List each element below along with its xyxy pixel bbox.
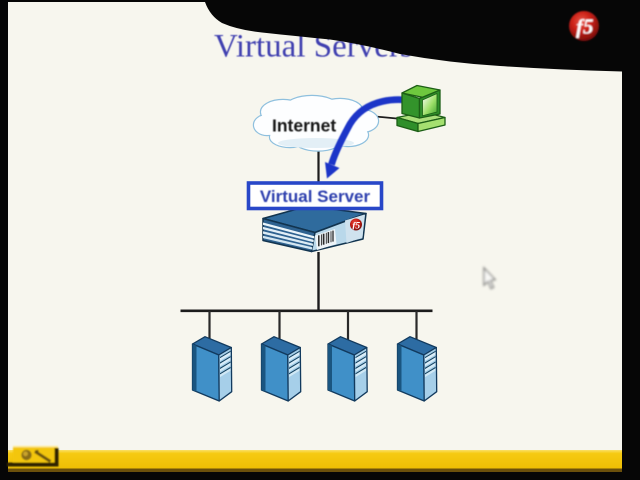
svg-text:Internet: Internet [272, 116, 336, 136]
svg-text:f5: f5 [352, 222, 360, 232]
svg-text:Virtual Server: Virtual Server [260, 187, 371, 206]
svg-text:f5: f5 [576, 15, 594, 39]
